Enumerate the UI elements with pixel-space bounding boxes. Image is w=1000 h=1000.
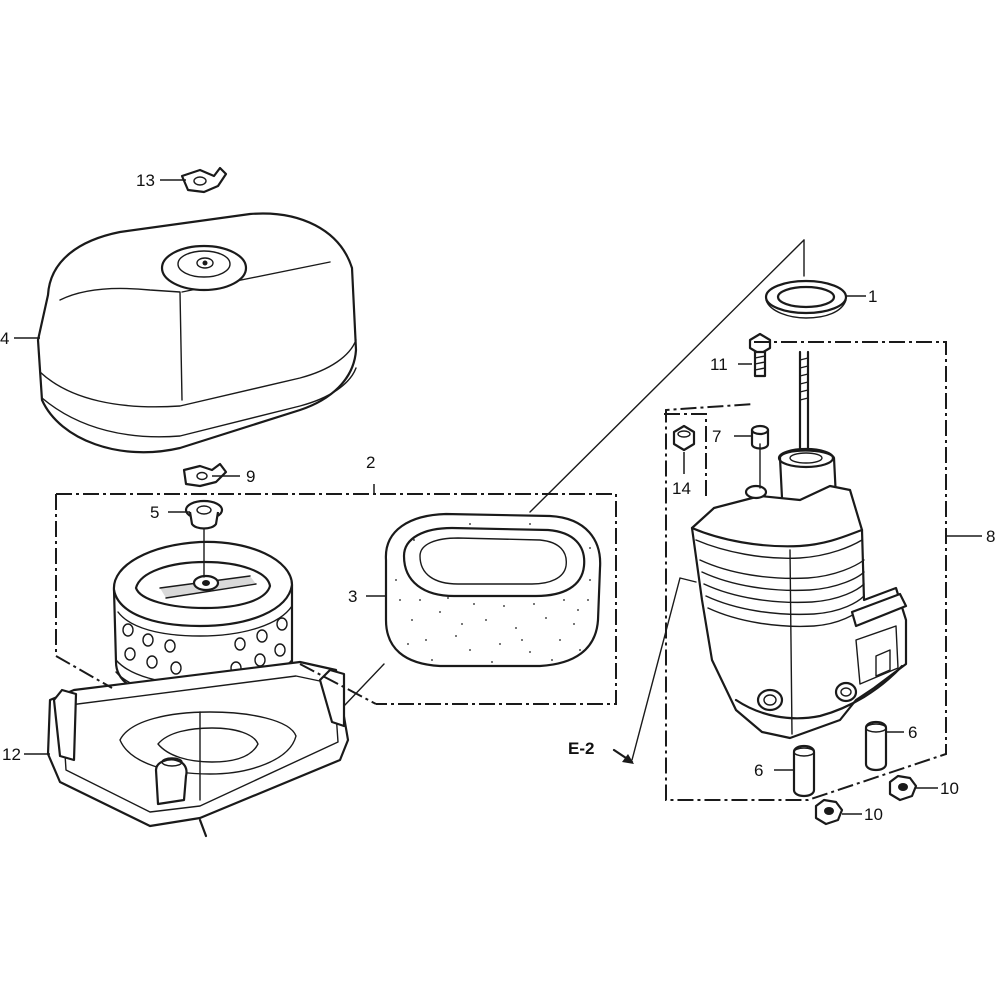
part-9-wing-nut [182, 462, 228, 488]
part-12-air-cleaner-base [46, 660, 350, 838]
callout-9: 9 [246, 467, 255, 486]
connector-lines [343, 239, 805, 761]
part-8-air-cleaner-case [690, 350, 908, 740]
leader-lines [14, 179, 982, 815]
callout-13: 13 [136, 171, 155, 190]
callout-3: 3 [348, 587, 357, 606]
callout-2: 2 [366, 453, 375, 472]
callout-labels: 13 4 9 2 5 3 12 1 11 7 14 8 6 6 10 10 E-… [0, 171, 995, 824]
part-13-wing-nut [180, 166, 228, 194]
group-box-2 [55, 493, 617, 705]
part-6-sleeve-right [864, 720, 888, 772]
callout-14: 14 [672, 479, 691, 498]
callout-12: 12 [2, 745, 21, 764]
group-box-8 [665, 341, 947, 801]
callout-1: 1 [868, 287, 877, 306]
part-14-drain-plug [672, 424, 696, 452]
part-4-air-cleaner-cover [36, 212, 358, 454]
callout-10-left: 10 [864, 805, 883, 824]
part-2-paper-filter-element [112, 529, 294, 702]
callout-10-right: 10 [940, 779, 959, 798]
e2-reference-arrow [612, 748, 634, 764]
part-11-bolt [748, 332, 772, 378]
callout-6-left: 6 [754, 761, 763, 780]
part-10-nut-left [814, 798, 844, 826]
part-5-grommet [184, 499, 224, 530]
callout-11: 11 [710, 355, 728, 374]
callout-5: 5 [150, 503, 159, 522]
callout-8: 8 [986, 527, 995, 546]
part-10-nut-right [888, 774, 918, 802]
filter-perforations [122, 617, 288, 675]
part-3-foam-filter [384, 512, 602, 668]
part-1-gasket [764, 279, 848, 319]
part-7-collar [750, 424, 770, 450]
callout-7: 7 [712, 427, 721, 446]
callout-4: 4 [0, 329, 9, 348]
part-6-sleeve-left [792, 744, 816, 798]
reference-label-e2: E-2 [568, 739, 594, 758]
group-box-14 [664, 413, 707, 500]
foam-texture [395, 523, 591, 663]
callout-6-right: 6 [908, 723, 917, 742]
